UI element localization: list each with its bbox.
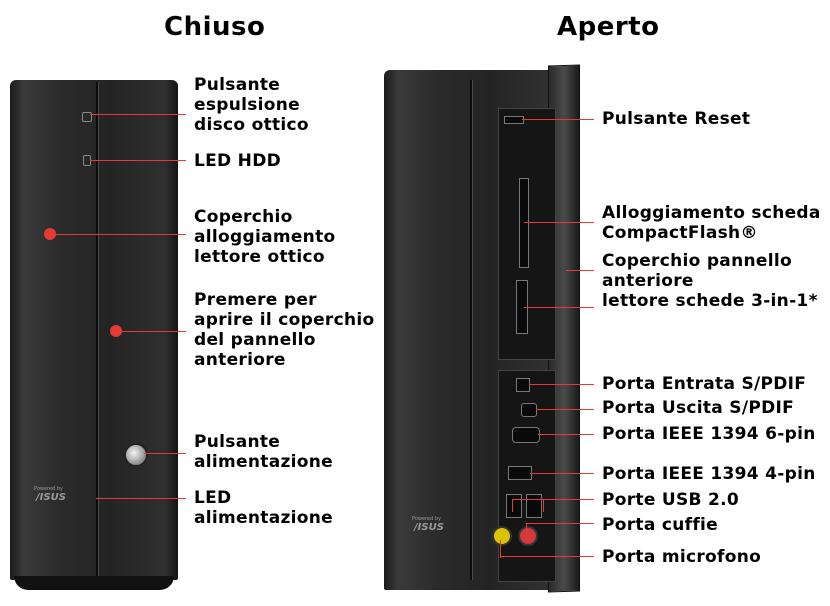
label-headphone-port: Porta cuffie bbox=[602, 515, 718, 535]
power-button-icon[interactable] bbox=[124, 443, 148, 467]
reset-button-icon[interactable] bbox=[504, 116, 524, 124]
title-open: Aperto bbox=[557, 12, 660, 42]
label-ieee1394-6pin: Porta IEEE 1394 6-pin bbox=[602, 424, 816, 444]
title-closed: Chiuso bbox=[164, 12, 266, 42]
label-mic-port: Porta microfono bbox=[602, 547, 762, 567]
headphone-jack-icon[interactable] bbox=[518, 526, 538, 546]
label-reset-button: Pulsante Reset bbox=[602, 109, 751, 129]
closed-brand-logo: Powered by bbox=[34, 486, 63, 492]
usb-port-2-icon[interactable] bbox=[526, 494, 542, 518]
ieee1394-6pin-port-icon[interactable] bbox=[512, 427, 540, 443]
mic-jack-icon[interactable] bbox=[492, 526, 512, 546]
compactflash-slot-icon[interactable] bbox=[519, 178, 529, 268]
label-ieee1394-4pin: Porta IEEE 1394 4-pin bbox=[602, 464, 816, 484]
spdif-in-port-icon[interactable] bbox=[516, 378, 530, 392]
eject-button-icon[interactable] bbox=[82, 112, 92, 122]
label-spdif-out: Porta Uscita S/PDIF bbox=[602, 398, 795, 418]
open-brand-logo: Powered by bbox=[412, 516, 441, 522]
open-brand-name: /ISUS bbox=[414, 522, 444, 533]
label-spdif-in: Porta Entrata S/PDIF bbox=[602, 374, 807, 394]
ieee1394-4pin-port-icon[interactable] bbox=[508, 466, 532, 480]
label-usb-ports: Porte USB 2.0 bbox=[602, 490, 740, 510]
usb-port-1-icon[interactable] bbox=[506, 494, 522, 518]
closed-brand-name: /ISUS bbox=[36, 492, 66, 503]
spdif-out-port-icon[interactable] bbox=[521, 403, 537, 417]
label-hdd-led: LED HDD bbox=[194, 151, 282, 171]
closed-tower-image: Powered by /ISUS bbox=[10, 80, 178, 590]
open-tower-image: Powered by /ISUS bbox=[0, 64, 830, 606]
